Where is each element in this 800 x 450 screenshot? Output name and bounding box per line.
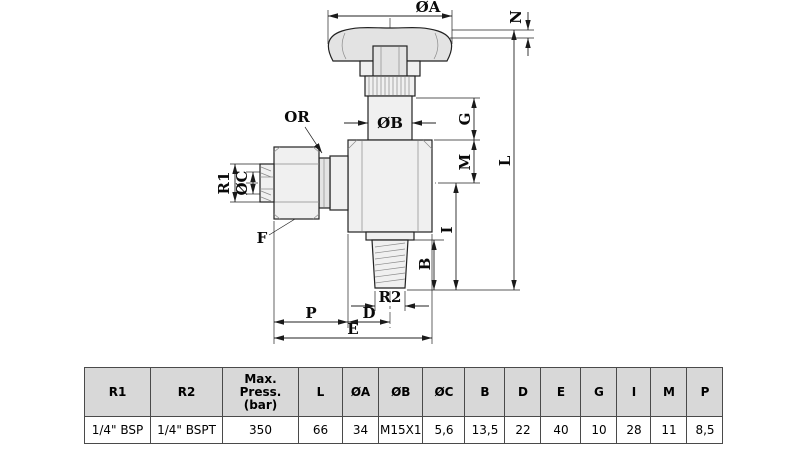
dim-p: P [274, 304, 348, 325]
spindle-boss [372, 45, 408, 77]
dim-r2: R2 [351, 288, 429, 311]
dim-label-oa: ØA [416, 0, 441, 16]
spec-table-header-row: R1 R2 Max. Press. (bar) L ØA ØB ØC B D E… [84, 367, 724, 417]
value-m: 11 [650, 416, 688, 444]
dim-ob: ØB [344, 114, 436, 132]
dim-label-g: G [456, 113, 474, 126]
value-max-press: 350 [222, 416, 299, 444]
dim-label-d: D [362, 304, 375, 322]
dim-label-b: B [416, 258, 434, 271]
outlet-step [365, 231, 415, 241]
callout-or: OR [284, 108, 323, 154]
header-i: I [616, 367, 652, 417]
header-ob: ØB [377, 367, 424, 417]
valve-parts [259, 27, 453, 289]
spec-table: R1 R2 Max. Press. (bar) L ØA ØB ØC B D E… [84, 367, 724, 444]
swivel-nut [273, 146, 320, 220]
dim-label-i: I [438, 226, 456, 233]
header-p: P [686, 367, 724, 417]
header-max-press: Max. Press. (bar) [222, 367, 299, 417]
dim-m: M [456, 140, 477, 183]
callout-f: F [257, 218, 296, 247]
header-oa: ØA [342, 367, 379, 417]
dim-d: D [348, 304, 390, 325]
right-extension-lines [407, 97, 520, 291]
dim-label-l: L [496, 155, 514, 166]
dim-oa: ØA [327, 0, 453, 44]
spec-table-value-row: 1/4" BSP 1/4" BSPT 350 66 34 M15X1 5,6 1… [84, 416, 724, 444]
dim-r1: R1 [215, 163, 260, 203]
value-ob: M15X1 [377, 416, 424, 444]
dim-label-f: F [257, 229, 268, 247]
dim-oc: ØC [233, 170, 260, 196]
dim-label-p: P [305, 304, 316, 322]
valve-body [347, 139, 433, 233]
dim-label-m: M [456, 154, 474, 171]
valve-technical-drawing: ØA N ØB OR R1 ØC F [215, 0, 534, 344]
value-oa: 34 [342, 416, 379, 444]
header-g: G [580, 367, 618, 417]
dim-label-n: N [507, 10, 525, 24]
header-l: L [298, 367, 343, 417]
value-i: 28 [616, 416, 652, 444]
value-p: 8,5 [686, 416, 724, 444]
value-l: 66 [298, 416, 343, 444]
side-port [329, 155, 349, 211]
dim-label-ob: ØB [377, 114, 403, 132]
value-g: 10 [580, 416, 618, 444]
value-r2: 1/4" BSPT [150, 416, 223, 444]
neck [367, 95, 413, 141]
dim-label-oc: ØC [233, 170, 251, 195]
dim-label-e: E [347, 320, 358, 338]
dim-label-or: OR [284, 108, 310, 126]
header-r1: R1 [84, 367, 151, 417]
value-b: 13,5 [464, 416, 506, 444]
dim-i: I [438, 183, 459, 290]
header-d: D [504, 367, 542, 417]
o-ring [318, 157, 331, 209]
value-d: 22 [504, 416, 542, 444]
dim-label-r2: R2 [379, 288, 402, 306]
dim-label-r1: R1 [215, 172, 233, 195]
value-oc: 5,6 [422, 416, 466, 444]
dim-b: B [416, 240, 437, 290]
gland-nut [364, 75, 416, 97]
dim-g: G [456, 98, 477, 140]
header-m: M [650, 367, 688, 417]
value-e: 40 [540, 416, 582, 444]
dim-n: N [450, 10, 534, 56]
inlet-collar [259, 163, 275, 203]
value-r1: 1/4" BSP [84, 416, 151, 444]
dim-e: E [274, 320, 432, 341]
header-oc: ØC [422, 367, 466, 417]
dim-l: L [496, 30, 517, 290]
header-r2: R2 [150, 367, 223, 417]
handwheel [327, 27, 453, 62]
header-e: E [540, 367, 582, 417]
header-b: B [464, 367, 506, 417]
